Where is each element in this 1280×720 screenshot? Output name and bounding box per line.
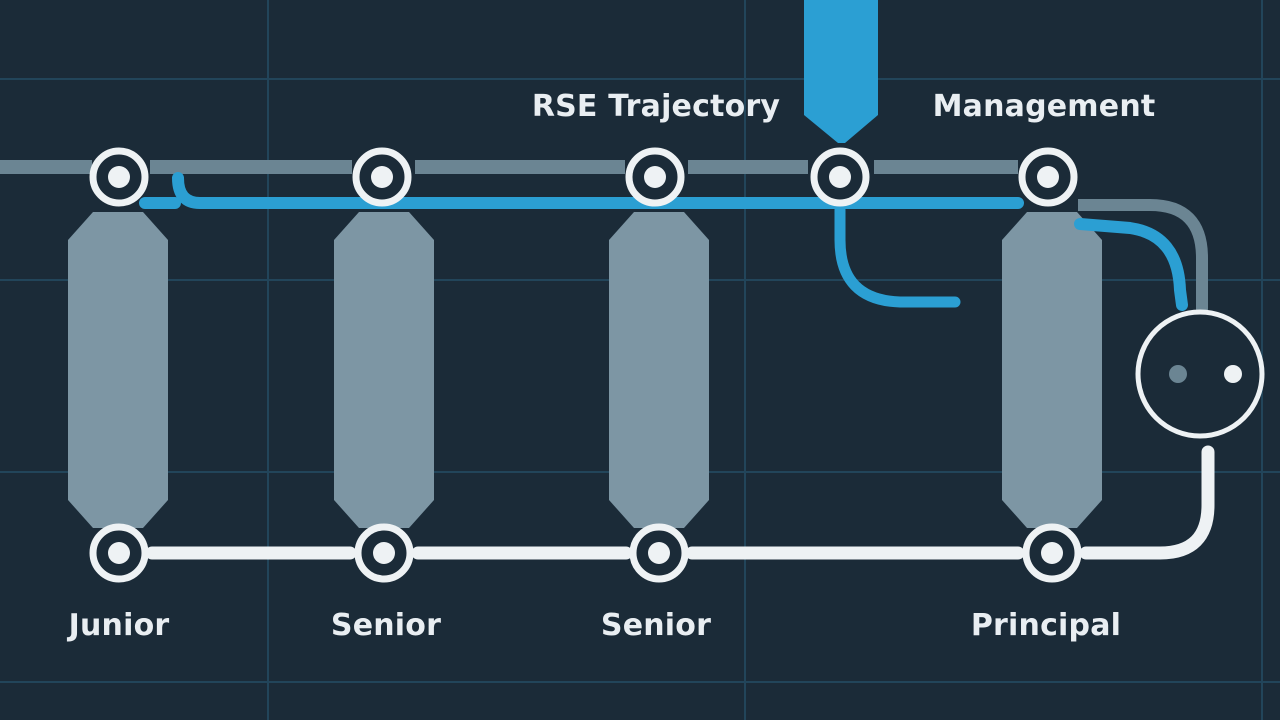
station-node-icon [352, 147, 412, 207]
blue-track [139, 0, 1188, 311]
station-node-icon [1018, 147, 1078, 207]
label-rse-trajectory: RSE Trajectory [531, 89, 781, 124]
pillar-senior-1 [334, 212, 434, 528]
label-junior: Junior [68, 608, 170, 643]
station-node-icon [1022, 523, 1082, 583]
rse-arrow [804, 0, 878, 143]
label-management: Management [932, 89, 1156, 124]
junction-circle-icon [1135, 309, 1265, 439]
gray-track [0, 160, 1208, 310]
station-node-icon [89, 147, 149, 207]
station-node-icon [89, 523, 149, 583]
label-senior-1: Senior [330, 608, 442, 643]
pillar-junior [68, 212, 168, 528]
label-principal: Principal [970, 608, 1122, 643]
station-node-icon [629, 523, 689, 583]
label-senior-2: Senior [600, 608, 712, 643]
station-node-icon [625, 147, 685, 207]
level-pillars [68, 212, 1102, 528]
pillar-senior-2 [609, 212, 709, 528]
pillar-principal [1002, 212, 1102, 528]
station-node-icon [354, 523, 414, 583]
white-track [145, 445, 1215, 560]
station-node-icon [810, 147, 870, 207]
station-nodes [89, 147, 1082, 583]
